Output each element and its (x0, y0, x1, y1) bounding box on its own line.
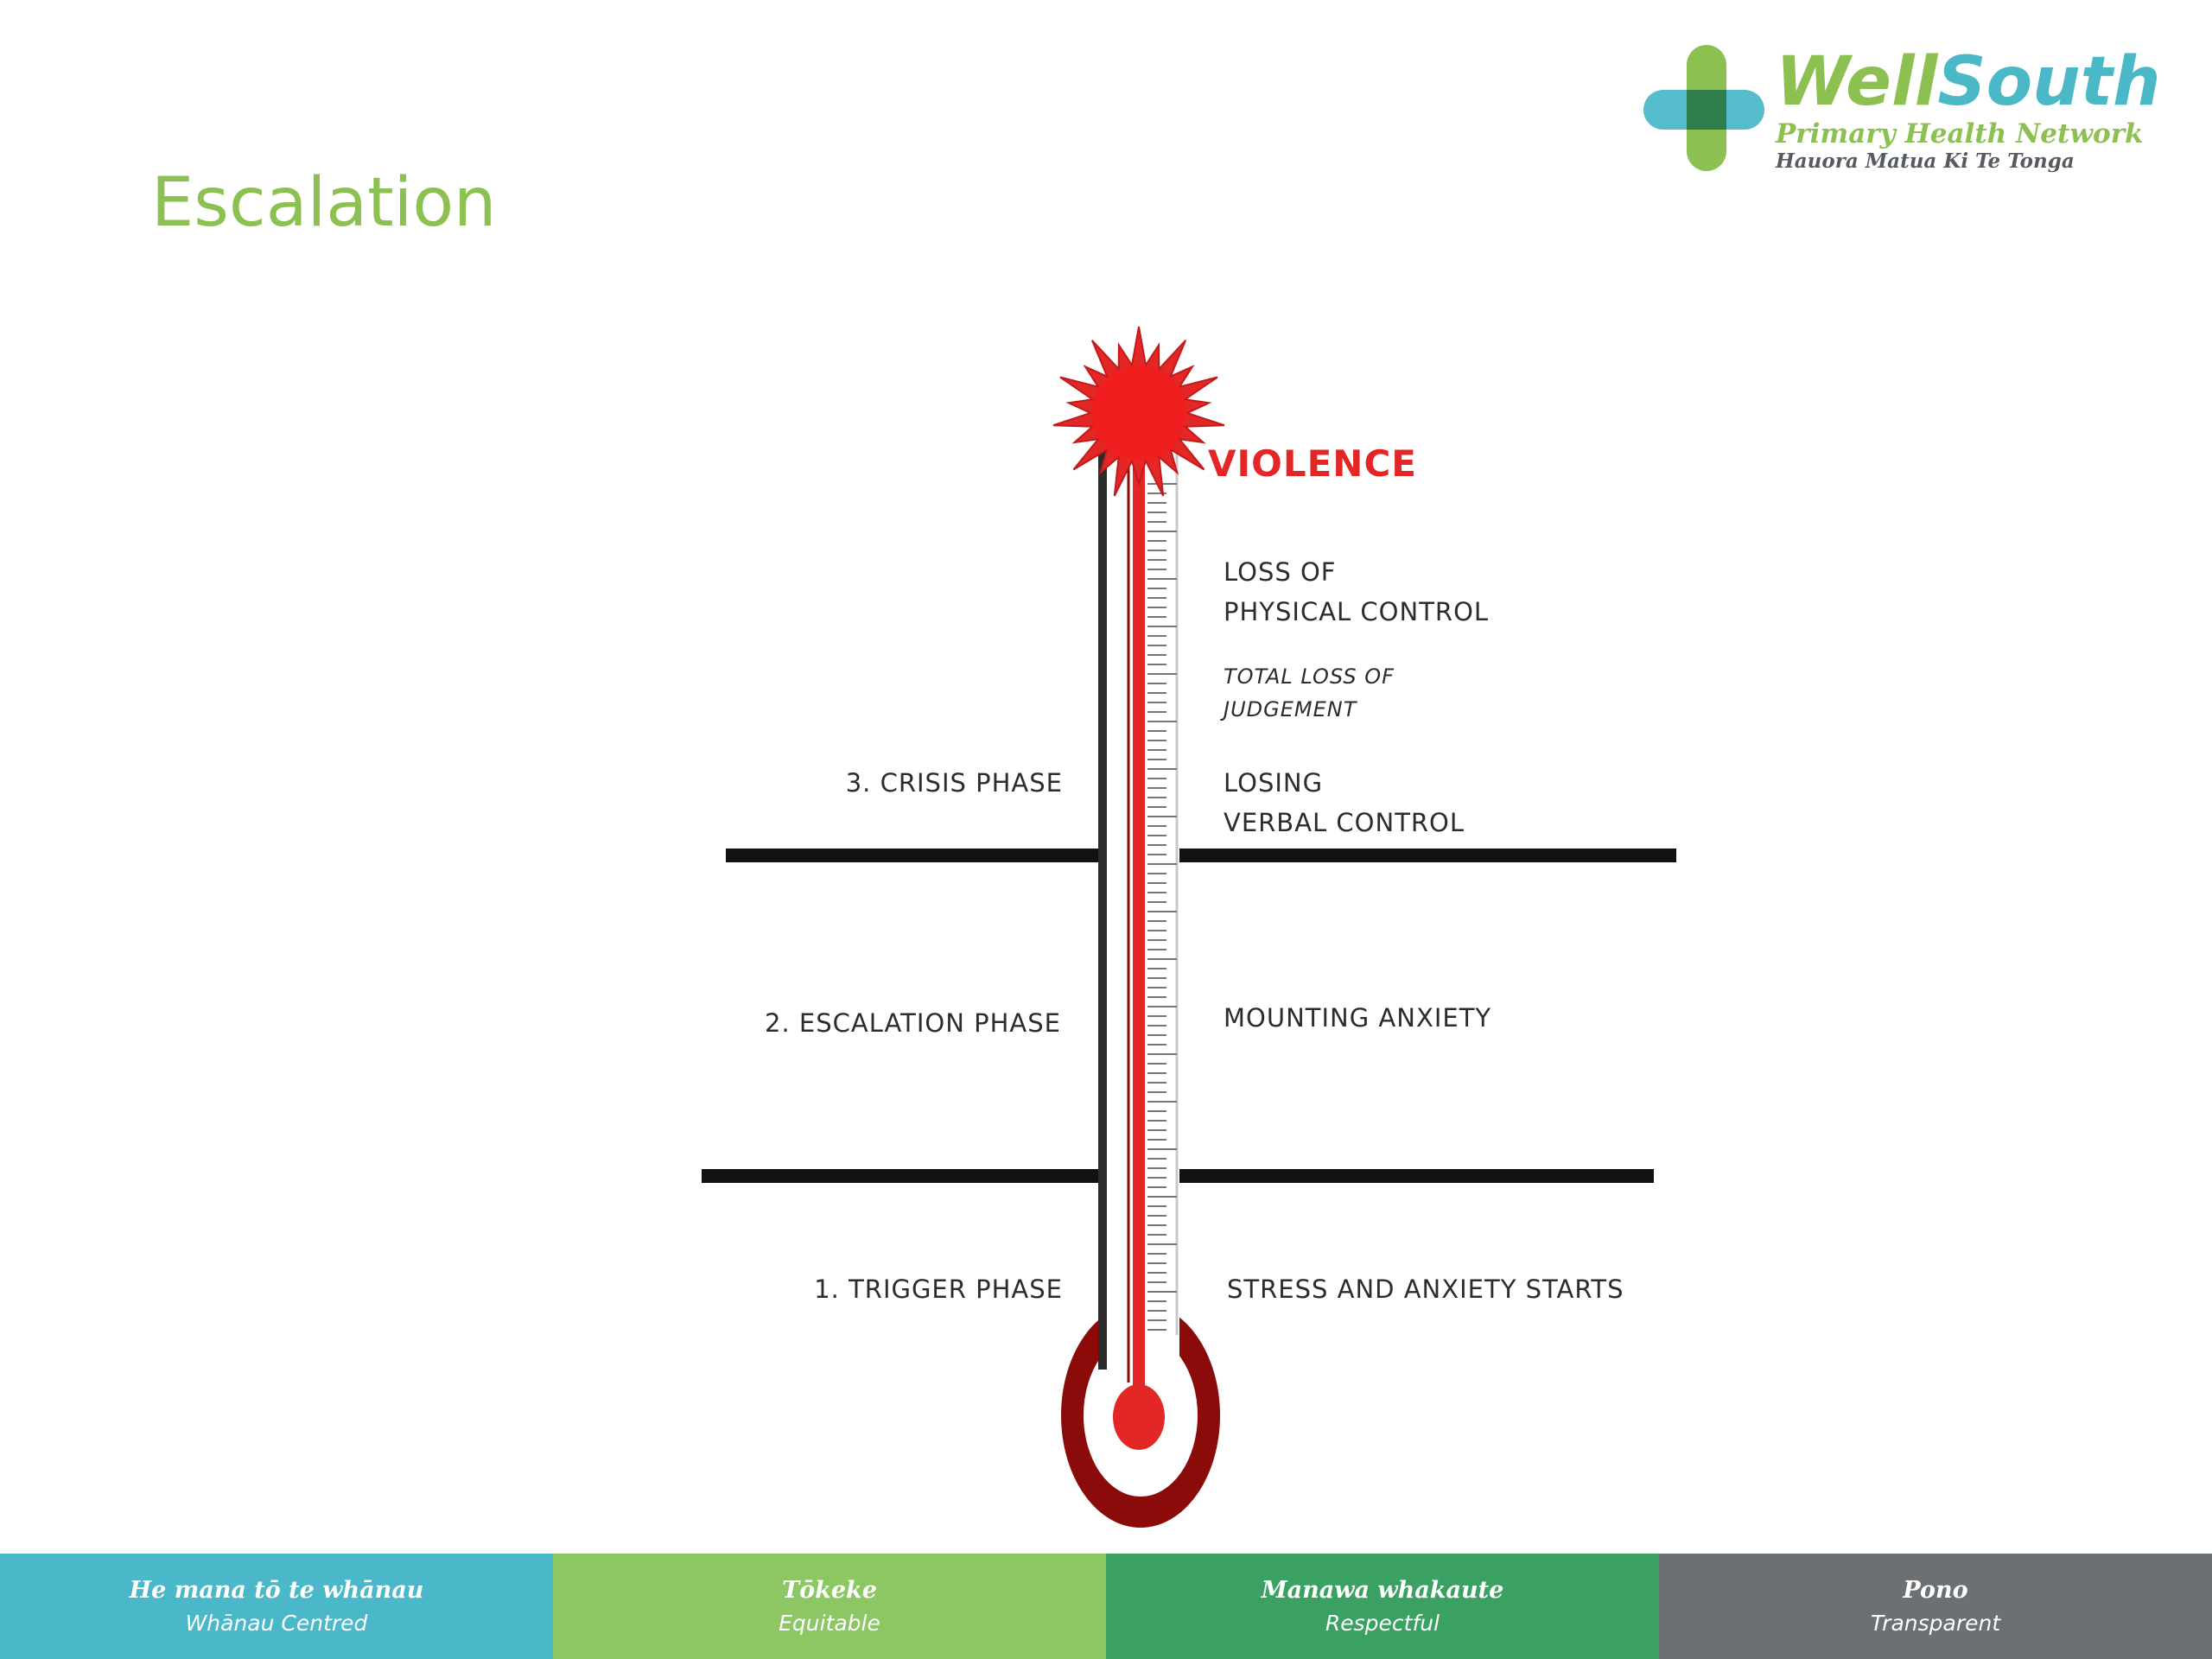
escalation-thermometer-diagram: VIOLENCE 3. CRISIS PHASE LOSS OF PHYSICA… (702, 326, 1676, 1528)
wellsouth-logo: WellSouth Primary Health Network Hauora … (1642, 45, 2161, 175)
crisis-desc-3: TOTAL LOSS OF (1224, 664, 1395, 689)
medical-cross-icon (1643, 45, 1764, 171)
footer-value-respectful: Manawa whakaute Respectful (1106, 1554, 1659, 1659)
values-footer: He mana tō te whānau Whānau Centred Tōke… (0, 1554, 2212, 1659)
slide-title: Escalation (151, 164, 497, 242)
footer-value-maori: Manawa whakaute (1261, 1577, 1504, 1604)
crisis-desc-1: LOSS OF (1224, 557, 1337, 587)
footer-value-maori: Tōkeke (782, 1577, 877, 1604)
logo-name: WellSouth (1776, 45, 2161, 119)
logo-subtitle: Primary Health Network (1776, 118, 2144, 149)
crisis-desc-4: JUDGEMENT (1224, 697, 1357, 721)
footer-value-maori: He mana tō te whānau (129, 1577, 424, 1604)
footer-value-transparent: Pono Transparent (1659, 1554, 2212, 1659)
thermometer-scale-ticks (1147, 483, 1177, 1331)
crisis-desc-6: VERBAL CONTROL (1224, 808, 1465, 837)
trigger-desc-1: STRESS AND ANXIETY STARTS (1227, 1274, 1624, 1304)
logo-name-south: South (1937, 43, 2161, 121)
thermometer-graphic (702, 326, 1676, 1528)
mercury-bulb (1113, 1384, 1165, 1450)
logo-text: WellSouth Primary Health Network Hauora … (1776, 45, 2161, 175)
footer-value-english: Respectful (1325, 1611, 1440, 1636)
footer-value-equitable: Tōkeke Equitable (553, 1554, 1106, 1659)
footer-value-maori: Pono (1903, 1577, 1968, 1604)
footer-value-english: Equitable (779, 1611, 880, 1636)
escalation-desc-1: MOUNTING ANXIETY (1224, 1003, 1492, 1033)
footer-value-english: Whānau Centred (185, 1611, 368, 1636)
logo-subtitle-maori: Hauora Matua Ki Te Tonga (1776, 149, 2075, 173)
crisis-desc-5: LOSING (1224, 768, 1324, 798)
logo-name-well: Well (1776, 43, 1938, 121)
phase-label-crisis: 3. CRISIS PHASE (845, 768, 1063, 798)
footer-value-whanau-centred: He mana tō te whānau Whānau Centred (0, 1554, 553, 1659)
phase-label-trigger: 1. TRIGGER PHASE (814, 1274, 1063, 1304)
phase-label-escalation: 2. ESCALATION PHASE (765, 1008, 1061, 1038)
crisis-desc-2: PHYSICAL CONTROL (1224, 597, 1490, 626)
violence-label: VIOLENCE (1208, 442, 1417, 485)
footer-value-english: Transparent (1870, 1611, 2001, 1636)
